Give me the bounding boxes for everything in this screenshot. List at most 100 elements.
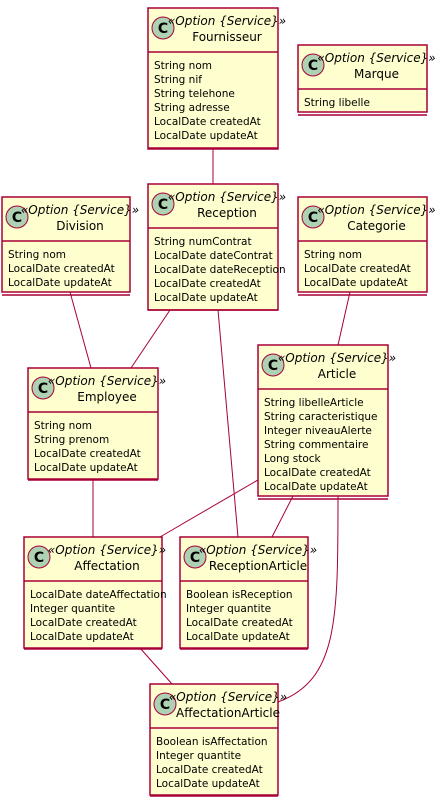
- relation-reception-receptionarticle: [217, 309, 239, 538]
- class-icon-letter: C: [308, 210, 318, 226]
- class-stereotype: «Option {Service}»: [21, 203, 139, 217]
- class-attribute: String caracteristique: [264, 411, 378, 423]
- class-attribute: LocalDate createdAt: [8, 263, 115, 275]
- relation-article-affectation: [159, 469, 276, 538]
- class-name: ReceptionArticle: [209, 559, 307, 573]
- class-attribute: LocalDate updateAt: [186, 631, 290, 643]
- relation-categorie-article: [337, 291, 351, 346]
- class-attribute: LocalDate updateAt: [30, 631, 134, 643]
- class-stereotype: «Option {Service}»: [199, 543, 317, 557]
- class-attribute: LocalDate updateAt: [8, 277, 112, 289]
- class-icon-letter: C: [34, 550, 44, 566]
- relation-article-affectationarticle: [277, 495, 339, 703]
- class-attribute: String libelle: [304, 97, 370, 109]
- class-icon-letter: C: [190, 550, 200, 566]
- class-name: Fournisseur: [192, 30, 262, 44]
- class-attribute: LocalDate createdAt: [34, 448, 141, 460]
- class-icon: [31, 376, 55, 400]
- class-icon-letter: C: [158, 197, 168, 213]
- class-name: Marque: [354, 67, 399, 81]
- relation-article-receptionarticle: [271, 495, 294, 538]
- class-attribute: Integer quantite: [186, 603, 271, 615]
- class-attribute: LocalDate createdAt: [156, 764, 263, 776]
- class-attribute: LocalDate dateAffectation: [30, 589, 167, 601]
- class-attribute: Integer quantite: [30, 603, 115, 615]
- class-name: Categorie: [347, 219, 405, 233]
- relations-layer: [69, 149, 351, 703]
- class-attribute: String telehone: [154, 88, 235, 100]
- class-attribute: LocalDate dateReception: [154, 264, 286, 276]
- class-stereotype: «Option {Service}»: [48, 374, 166, 388]
- class-stereotype: «Option {Service}»: [169, 690, 287, 704]
- class-attribute: String commentaire: [264, 439, 368, 451]
- class-attribute: Integer quantite: [156, 750, 241, 762]
- class-icon: [27, 545, 51, 569]
- relation-affectation-affectationarticle: [139, 647, 173, 685]
- class-attribute: String nom: [154, 60, 212, 72]
- class-attribute: String nif: [154, 74, 202, 86]
- class-receptionarticle[interactable]: C«Option {Service}» ReceptionArticleBoole…: [179, 536, 317, 650]
- class-affectation[interactable]: C «Option {Service}» AffectationLocalDate …: [23, 536, 167, 650]
- class-attribute: LocalDate updateAt: [154, 292, 258, 304]
- class-attribute: LocalDate updateAt: [34, 462, 138, 474]
- relation-reception-employee: [130, 309, 171, 369]
- class-icon-letter: C: [158, 21, 168, 37]
- relation-division-employee: [69, 291, 92, 369]
- class-icon: [151, 192, 175, 216]
- class-stereotype: «Option {Service}»: [278, 351, 396, 365]
- class-icon: [153, 692, 177, 716]
- class-attribute: String nom: [34, 420, 92, 432]
- class-name: Employee: [77, 390, 136, 404]
- class-attribute: LocalDate updateAt: [304, 277, 408, 289]
- class-attribute: String nom: [304, 249, 362, 261]
- class-attribute: LocalDate createdAt: [304, 263, 411, 275]
- class-attribute: LocalDate createdAt: [186, 617, 293, 629]
- class-icon: [301, 53, 325, 77]
- class-attribute: LocalDate updateAt: [264, 481, 368, 493]
- class-name: Reception: [197, 206, 257, 220]
- class-attribute: LocalDate dateContrat: [154, 250, 273, 262]
- class-attribute: String prenom: [34, 434, 109, 446]
- class-icon: [151, 16, 175, 40]
- class-attribute: Boolean isReception: [186, 589, 293, 601]
- class-attribute: LocalDate updateAt: [156, 778, 260, 790]
- class-stereotype: «Option {Service}»: [317, 203, 435, 217]
- class-attribute: LocalDate createdAt: [264, 467, 371, 479]
- class-affectationarticle[interactable]: C«Option {Service}» AffectationArticleBoo…: [149, 683, 287, 797]
- class-icon: [5, 205, 29, 229]
- class-name: Affectation: [74, 559, 140, 573]
- class-attribute: Boolean isAffectation: [156, 736, 268, 748]
- class-icon-letter: C: [160, 697, 170, 713]
- class-attribute: LocalDate updateAt: [154, 130, 258, 142]
- class-name: AffectationArticle: [176, 706, 280, 720]
- class-icon: [301, 205, 325, 229]
- class-attribute: String libelleArticle: [264, 397, 364, 409]
- class-stereotype: «Option {Service}»: [48, 543, 166, 557]
- class-stereotype: «Option {Service}»: [317, 51, 435, 65]
- class-attribute: LocalDate createdAt: [30, 617, 137, 629]
- class-attribute: LocalDate createdAt: [154, 116, 261, 128]
- class-icon-letter: C: [12, 210, 22, 226]
- class-attribute: String adresse: [154, 102, 230, 114]
- class-name: Division: [56, 219, 104, 233]
- class-stereotype: «Option {Service}»: [168, 190, 286, 204]
- class-stereotype: «Option {Service}»: [168, 14, 286, 28]
- class-attribute: Integer niveauAlerte: [264, 425, 372, 437]
- class-attribute: String numContrat: [154, 236, 252, 248]
- class-icon-letter: C: [308, 58, 318, 74]
- class-attribute: LocalDate createdAt: [154, 278, 261, 290]
- class-attribute: Long stock: [264, 453, 322, 465]
- class-icon: [261, 353, 285, 377]
- class-icon-letter: C: [268, 358, 278, 374]
- class-name: Article: [318, 367, 357, 381]
- class-icon: [183, 545, 207, 569]
